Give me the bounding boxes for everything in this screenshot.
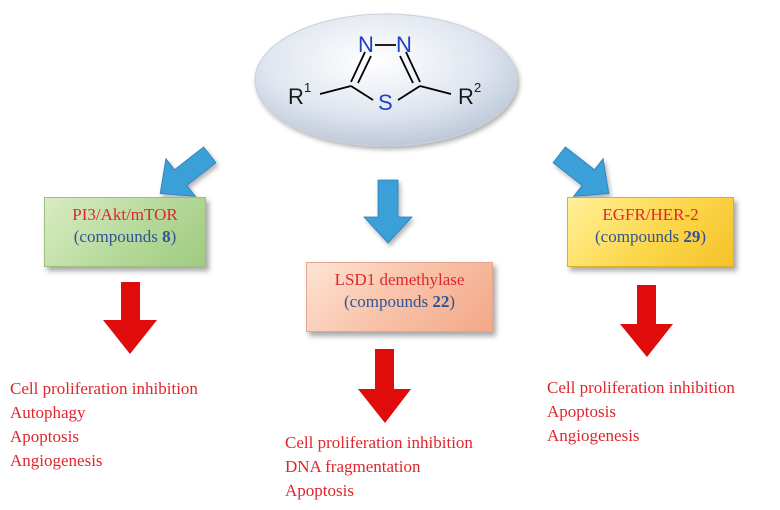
compound-prefix: (compounds — [73, 227, 163, 246]
effect-item: DNA fragmentation — [285, 457, 421, 476]
compound-suffix: ) — [449, 292, 455, 311]
arrow-to-lsd — [363, 179, 413, 244]
effect-item: Cell proliferation inhibition — [10, 379, 198, 398]
effects-list-egfr: Cell proliferation inhibition Apoptosis … — [547, 376, 735, 448]
bond-n2-c5 — [405, 51, 421, 83]
atom-n1: N — [358, 32, 374, 57]
effect-item: Cell proliferation inhibition — [285, 433, 473, 452]
compound-number: 8 — [162, 227, 171, 246]
target-name: PI3/Akt/mTOR — [72, 205, 178, 224]
effects-list-pi3: Cell proliferation inhibition Autophagy … — [10, 377, 198, 473]
effects-list-lsd1: Cell proliferation inhibition DNA fragme… — [285, 431, 473, 503]
bond-c5-s — [397, 85, 421, 101]
target-name: LSD1 demethylase — [334, 270, 465, 289]
bond-c2-s — [350, 85, 374, 101]
core-ellipse — [254, 13, 518, 147]
bond-r2 — [419, 85, 452, 95]
compound-prefix: (compounds — [595, 227, 684, 246]
compound-ref: (compounds 8) — [45, 226, 205, 248]
atom-r2: R — [458, 84, 474, 109]
arrow-to-egfr — [552, 146, 610, 197]
bond-n1-c2-double — [357, 55, 372, 84]
compound-prefix: (compounds — [344, 292, 433, 311]
bond-n2-c5-double — [399, 55, 414, 84]
thiadiazole-structure — [319, 44, 452, 101]
atom-r1-sup: 1 — [304, 80, 311, 95]
compound-number: 22 — [432, 292, 450, 311]
compound-suffix: ) — [170, 227, 177, 246]
target-name: EGFR/HER-2 — [602, 205, 699, 224]
compound-ref: (compounds 22) — [307, 291, 492, 313]
effect-item: Apoptosis — [285, 481, 354, 500]
compound-ref: (compounds 29) — [568, 226, 733, 248]
arrow-to-pi3 — [159, 146, 217, 197]
atom-r1: R — [288, 84, 304, 109]
target-box-pi3-akt-mtor: PI3/Akt/mTOR (compounds 8) — [44, 197, 206, 267]
compound-number: 29 — [683, 227, 701, 246]
arrow-lsd-effects — [358, 349, 411, 423]
effect-item: Cell proliferation inhibition — [547, 378, 735, 397]
compound-suffix: ) — [700, 227, 706, 246]
effect-item: Apoptosis — [10, 427, 79, 446]
atom-s: S — [378, 90, 393, 115]
target-box-lsd1: LSD1 demethylase (compounds 22) — [306, 262, 493, 332]
effect-item: Apoptosis — [547, 402, 616, 421]
bond-n1-c2 — [350, 51, 366, 83]
atom-n2: N — [396, 32, 412, 57]
atom-r2-sup: 2 — [474, 80, 481, 95]
arrow-pi3-effects — [103, 282, 157, 354]
effect-item: Angiogenesis — [547, 426, 640, 445]
effect-item: Angiogenesis — [10, 451, 103, 470]
bond-r1 — [319, 85, 352, 95]
target-box-egfr-her2: EGFR/HER-2 (compounds 29) — [567, 197, 734, 267]
arrow-egfr-effects — [620, 285, 673, 357]
effect-item: Autophagy — [10, 403, 86, 422]
